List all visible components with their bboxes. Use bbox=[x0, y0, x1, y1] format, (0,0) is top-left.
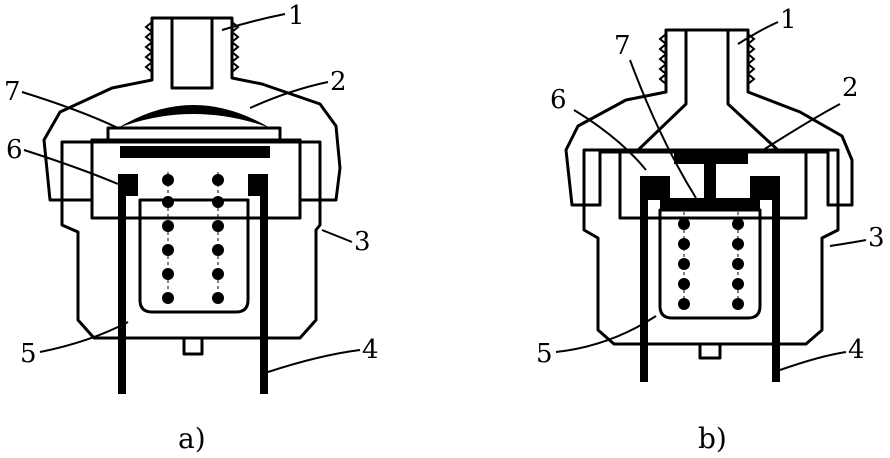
leader-6-b bbox=[573, 109, 647, 171]
moving-contact-a bbox=[120, 146, 270, 158]
spring-left-b bbox=[678, 212, 690, 310]
label-7-b: 7 bbox=[614, 31, 631, 61]
label-2-b: 2 bbox=[842, 73, 859, 103]
label-7-a: 7 bbox=[4, 77, 21, 107]
panel-a: 1 2 3 4 5 6 7 a) bbox=[4, 1, 379, 455]
thread-right-a bbox=[230, 21, 240, 73]
nub-b bbox=[698, 342, 722, 360]
caption-b: b) bbox=[698, 422, 727, 455]
label-3-a: 3 bbox=[354, 227, 371, 257]
nub-a bbox=[182, 336, 204, 356]
caption-a: a) bbox=[178, 422, 206, 455]
leader-1-a bbox=[221, 13, 286, 31]
terminal-right-b bbox=[772, 192, 780, 382]
leader-7-b bbox=[629, 59, 697, 199]
leader-2-a bbox=[249, 81, 329, 109]
label-6-b: 6 bbox=[550, 85, 567, 115]
leader-5-a bbox=[39, 321, 129, 353]
leader-6-a bbox=[23, 149, 119, 185]
label-1-a: 1 bbox=[288, 1, 305, 31]
spring-left-a bbox=[162, 172, 174, 304]
label-2-a: 2 bbox=[330, 67, 347, 97]
thread-left-b bbox=[658, 33, 668, 85]
moving-contact-b bbox=[660, 198, 760, 210]
panel-b: 1 2 3 4 5 6 7 b) bbox=[536, 5, 885, 455]
bore-b bbox=[634, 28, 782, 154]
label-1-b: 1 bbox=[780, 5, 797, 35]
label-4-b: 4 bbox=[848, 335, 865, 365]
label-4-a: 4 bbox=[362, 335, 379, 365]
diaphragm-a bbox=[118, 105, 270, 128]
spring-right-a bbox=[212, 172, 224, 304]
bore-a bbox=[170, 16, 214, 90]
leader-3-b bbox=[829, 239, 867, 247]
piston-top-b bbox=[674, 152, 748, 164]
diaphragm-plate-a bbox=[106, 126, 282, 142]
leader-3-a bbox=[321, 229, 353, 243]
leader-4-b bbox=[779, 351, 847, 371]
housing-metal-b bbox=[564, 28, 854, 207]
thread-left-a bbox=[144, 21, 154, 73]
label-6-a: 6 bbox=[6, 135, 23, 165]
leader-5-b bbox=[555, 315, 657, 353]
leader-4-a bbox=[267, 349, 361, 373]
plastic-body-a bbox=[60, 140, 322, 340]
terminal-left-b bbox=[640, 192, 648, 382]
leader-1-b bbox=[737, 21, 779, 45]
leader-7-a bbox=[21, 91, 119, 129]
leader-2-b bbox=[759, 103, 841, 153]
label-3-b: 3 bbox=[868, 223, 885, 253]
spring-cavity-b bbox=[658, 208, 762, 320]
label-5-b: 5 bbox=[536, 339, 553, 369]
spring-cavity-a bbox=[138, 198, 250, 314]
spring-right-b bbox=[732, 212, 744, 310]
label-5-a: 5 bbox=[20, 339, 37, 369]
terminal-left-a bbox=[118, 190, 126, 394]
thread-right-b bbox=[746, 33, 756, 85]
terminal-right-a bbox=[260, 190, 268, 394]
plastic-body-b bbox=[582, 148, 840, 346]
piston-stem-b bbox=[704, 160, 716, 200]
